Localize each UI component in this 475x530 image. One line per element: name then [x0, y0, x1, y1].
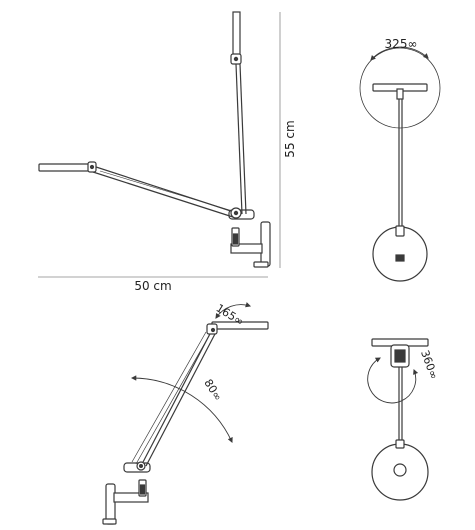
head-rotation-arrow	[370, 46, 429, 61]
wall-bracket	[230, 243, 263, 254]
head-top-angle-label: 325∞	[385, 37, 418, 51]
height-label: 55 cm	[283, 120, 297, 157]
top-view-head-rotation	[359, 47, 441, 282]
dimension-lines	[38, 12, 281, 278]
lamp-head	[38, 163, 95, 172]
width-label: 50 cm	[134, 279, 171, 293]
head-tilt-arrow	[215, 302, 252, 319]
upper-post	[232, 11, 241, 57]
arm-tilt-arrow	[130, 375, 233, 443]
arm-side-angle-label: 80∞	[201, 377, 224, 404]
base-rotation-arrow	[367, 357, 419, 404]
wall-plate-foot	[253, 261, 269, 268]
side-view-raised	[38, 11, 271, 268]
base-front-angle-label: 360∞	[418, 348, 441, 381]
side-view-angles	[102, 321, 269, 525]
wall-bracket-2	[113, 492, 149, 503]
front-view-base-rotation	[371, 338, 429, 501]
wall-plate-2	[105, 483, 116, 525]
